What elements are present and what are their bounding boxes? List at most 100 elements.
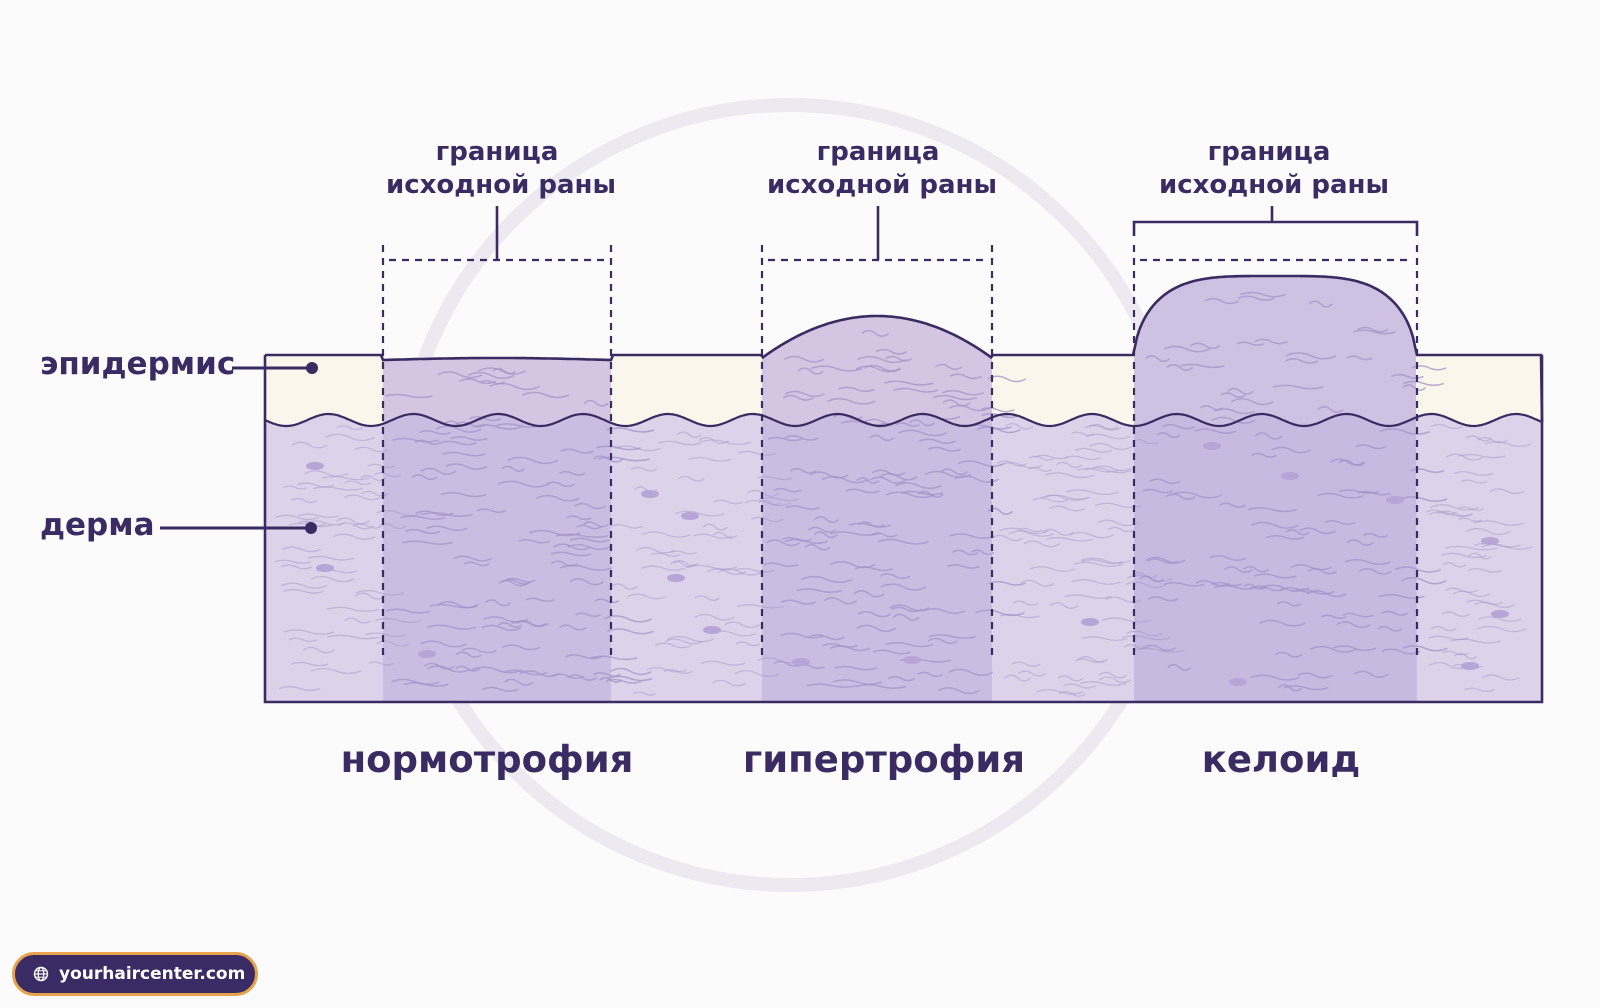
collagen-fiber <box>1324 520 1356 525</box>
collagen-fiber <box>1353 329 1396 335</box>
collagen-fiber <box>1243 565 1270 573</box>
collagen-fiber <box>784 355 825 363</box>
collagen-fiber <box>1064 594 1112 599</box>
collagen-fiber <box>280 564 313 570</box>
collagen-fiber <box>507 456 559 465</box>
collagen-fiber <box>909 419 936 427</box>
collagen-fiber <box>942 399 971 407</box>
collagen-fiber <box>1441 650 1469 656</box>
collagen-fiber <box>1308 300 1333 308</box>
dermis-cell <box>1491 610 1509 618</box>
collagen-fiber <box>797 367 824 375</box>
collagen-fiber <box>606 427 655 433</box>
collagen-fiber <box>1473 542 1521 548</box>
collagen-fiber <box>810 365 863 372</box>
collagen-fiber <box>813 531 838 539</box>
collagen-fiber <box>1194 428 1237 434</box>
collagen-fiber <box>1468 568 1502 573</box>
collagen-fiber <box>279 686 321 691</box>
collagen-fiber <box>1064 455 1101 461</box>
collagen-fiber <box>296 482 335 488</box>
collagen-fiber <box>411 474 438 480</box>
collagen-fiber <box>1445 545 1498 551</box>
collagen-fiber <box>853 590 885 598</box>
collagen-fiber <box>355 590 405 596</box>
collagen-fiber <box>1403 380 1445 387</box>
dermis-cell <box>703 626 721 634</box>
collagen-fiber <box>1291 588 1335 595</box>
collagen-fiber <box>996 460 1028 467</box>
collagen-fiber <box>1163 582 1205 587</box>
collagen-fiber <box>400 515 446 521</box>
collagen-fiber <box>1394 566 1442 573</box>
collagen-fiber <box>871 532 898 538</box>
collagen-fiber <box>501 644 541 651</box>
collagen-fiber <box>471 666 523 674</box>
collagen-fiber <box>1219 502 1246 508</box>
collagen-fiber <box>1098 671 1127 679</box>
collagen-fiber <box>467 371 515 380</box>
website-badge[interactable]: yourhaircenter.com <box>12 952 258 996</box>
collagen-fiber <box>654 642 692 649</box>
collagen-fiber <box>1285 352 1337 360</box>
collagen-fiber <box>605 678 642 684</box>
collagen-fiber <box>957 460 1005 467</box>
collagen-fiber <box>594 598 620 604</box>
collagen-fiber <box>482 686 519 692</box>
collagen-fiber <box>459 378 497 385</box>
collagen-fiber <box>781 599 816 605</box>
collagen-fiber <box>813 515 840 524</box>
collagen-fiber <box>1145 556 1186 564</box>
collagen-fiber <box>405 528 441 535</box>
collagen-fiber <box>1063 683 1096 689</box>
collagen-fiber <box>1078 656 1108 663</box>
collagen-fiber <box>368 661 394 666</box>
collagen-fiber <box>385 608 431 614</box>
collagen-fiber <box>763 562 799 568</box>
collagen-fiber <box>1147 596 1179 602</box>
collagen-fiber <box>946 564 980 569</box>
collagen-fiber <box>883 380 934 386</box>
collagen-fiber <box>497 480 550 488</box>
collagen-fiber <box>658 440 702 446</box>
collagen-fiber <box>1362 532 1389 538</box>
collagen-fiber <box>879 473 918 481</box>
collagen-fiber <box>1070 579 1122 585</box>
collagen-fiber <box>1271 446 1312 454</box>
collagen-fiber <box>536 494 580 502</box>
collagen-fiber <box>344 480 372 486</box>
collagen-fiber <box>1089 442 1133 451</box>
collagen-fiber <box>566 515 592 521</box>
collagen-fiber <box>302 646 335 654</box>
collagen-fiber <box>1338 489 1380 494</box>
collagen-fiber <box>949 373 983 380</box>
collagen-fiber <box>1132 439 1159 445</box>
collagen-fiber <box>283 485 308 490</box>
collagen-fiber <box>1250 674 1300 681</box>
collagen-fiber <box>610 583 638 590</box>
collagen-fiber <box>800 575 853 583</box>
collagen-fiber <box>663 669 693 674</box>
collagen-fiber <box>607 675 653 682</box>
collagen-fiber <box>856 355 907 364</box>
collagen-fiber <box>1265 535 1305 540</box>
scar-regions <box>383 276 1417 702</box>
collagen-fiber <box>735 641 761 647</box>
collagen-fiber <box>445 463 488 470</box>
collagen-fiber <box>291 497 318 504</box>
collagen-fiber <box>307 555 355 561</box>
collagen-fiber <box>822 643 858 648</box>
collagen-fiber <box>1231 397 1274 406</box>
collagen-fiber <box>784 390 825 398</box>
collagen-fiber <box>694 613 735 621</box>
collagen-fiber <box>1357 326 1389 333</box>
collagen-fiber <box>765 539 800 547</box>
collagen-fiber <box>942 389 985 396</box>
collagen-fiber <box>1317 492 1364 499</box>
collagen-fiber <box>991 534 1024 542</box>
collagen-fiber <box>1199 405 1224 411</box>
collagen-fiber <box>1460 479 1488 484</box>
collagen-fiber <box>455 421 487 428</box>
collagen-fiber <box>437 371 483 379</box>
collagen-fiber <box>501 465 526 472</box>
